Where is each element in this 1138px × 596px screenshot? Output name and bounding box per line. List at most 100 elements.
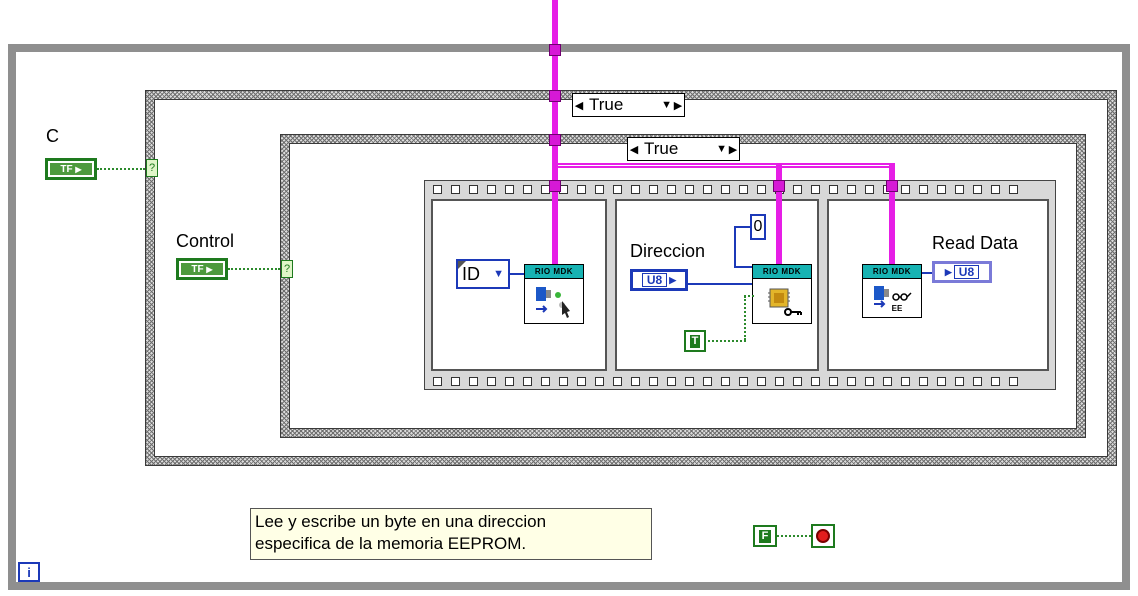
flat-sequence-structure [424, 180, 1056, 390]
film-hole [451, 376, 460, 386]
film-hole [793, 376, 802, 386]
film-hole [559, 376, 568, 386]
film-hole [883, 376, 892, 386]
film-hole [775, 376, 784, 386]
film-hole [667, 376, 676, 386]
film-hole [757, 376, 766, 386]
dropdown-icon[interactable]: ▼ [493, 268, 504, 280]
dropdown-icon[interactable]: ▼ [716, 143, 727, 155]
node-header: RIO MDK [863, 265, 921, 279]
refnum-wire-node3 [889, 192, 895, 264]
outer-case-tunnel [549, 90, 561, 102]
film-hole [649, 376, 658, 386]
eeprom-read-icon [874, 285, 912, 308]
true-constant[interactable]: T [684, 330, 706, 352]
read-data-label: Read Data [932, 233, 1019, 253]
control-boolean-control[interactable]: TF ▶ [176, 258, 228, 280]
refnum-wire-node2 [776, 192, 782, 264]
direccion-wire-h [688, 283, 752, 285]
film-hole [577, 184, 586, 194]
film-hole [721, 376, 730, 386]
dropdown-icon[interactable]: ▼ [661, 99, 672, 111]
rio-mdk-eeprom-write-node[interactable]: RIO MDK [752, 264, 812, 324]
outer-case-selector[interactable]: ◀ True ▼ ▶ [572, 93, 685, 117]
film-hole [613, 184, 622, 194]
arrow-right-icon: ▶ [669, 274, 677, 285]
comment-line-2: especifica de la memoria EEPROM. [255, 534, 527, 553]
film-hole [703, 376, 712, 386]
film-hole [721, 184, 730, 194]
increment-arrow-icon[interactable]: ▶ [728, 143, 738, 156]
refnum-wire-frame2 [776, 165, 782, 180]
film-hole [955, 376, 964, 386]
film-hole [685, 184, 694, 194]
film-hole [847, 184, 856, 194]
const-wire-h2 [734, 266, 752, 268]
refnum-wire-branch [555, 163, 895, 168]
film-hole [667, 184, 676, 194]
iteration-label: i [27, 564, 31, 580]
refnum-wire-frame3 [889, 165, 895, 180]
arrow-right-icon: ▶ [75, 164, 82, 174]
film-hole [487, 376, 496, 386]
zero-constant[interactable]: 0 [750, 214, 766, 240]
c-boolean-control[interactable]: TF ▶ [45, 158, 97, 180]
stop-wire [777, 535, 811, 537]
node-body: EE [863, 279, 921, 317]
c-label: C [46, 126, 59, 146]
read-data-type: U8 [953, 265, 980, 279]
sequence-tunnel-3 [886, 180, 898, 192]
film-hole [433, 376, 442, 386]
arrow-right-icon: ▶ [944, 266, 952, 277]
film-hole [631, 184, 640, 194]
decrement-arrow-icon[interactable]: ◀ [629, 143, 639, 156]
arrow-right-icon: ▶ [206, 264, 213, 274]
false-constant[interactable]: F [753, 525, 777, 547]
zero-constant-value: 0 [753, 218, 763, 235]
rio-mdk-eeprom-read-node[interactable]: RIO MDK EE [862, 264, 922, 318]
increment-arrow-icon[interactable]: ▶ [673, 99, 683, 112]
node-body [525, 279, 583, 323]
film-hole [487, 184, 496, 194]
film-hole [739, 184, 748, 194]
film-hole [469, 184, 478, 194]
inner-case-tunnel [549, 134, 561, 146]
id-enum-value: ID [462, 263, 480, 284]
id-enum-constant[interactable]: ID ▼ [456, 259, 510, 289]
rio-mdk-id-node[interactable]: RIO MDK [524, 264, 584, 324]
node-header: RIO MDK [753, 265, 811, 279]
const-wire-v [734, 226, 736, 268]
read-data-wire [922, 272, 932, 274]
read-data-indicator[interactable]: ▶ U8 [932, 261, 992, 283]
node-body [753, 279, 811, 323]
film-hole [847, 376, 856, 386]
film-hole [595, 376, 604, 386]
film-hole [919, 184, 928, 194]
decrement-arrow-icon[interactable]: ◀ [574, 99, 584, 112]
iteration-terminal: i [18, 562, 40, 582]
film-hole [829, 184, 838, 194]
film-hole [739, 376, 748, 386]
film-hole [541, 376, 550, 386]
comment-label[interactable]: Lee y escribe un byte en una direccion e… [250, 508, 652, 560]
film-hole [973, 376, 982, 386]
film-hole [451, 184, 460, 194]
film-hole [505, 376, 514, 386]
film-hole [757, 184, 766, 194]
c-wire [97, 168, 145, 170]
c-type: TF [60, 163, 73, 175]
comment-line-1: Lee y escribe un byte en una direccion [255, 512, 547, 531]
outer-case-value: True [589, 95, 624, 114]
film-hole [811, 376, 820, 386]
refnum-wire-loop [552, 56, 558, 92]
film-hole [937, 376, 946, 386]
direccion-control[interactable]: U8 ▶ [630, 269, 688, 291]
film-hole [523, 376, 532, 386]
chip-write-icon [768, 288, 802, 316]
inner-case-selector[interactable]: ◀ True ▼ ▶ [627, 137, 740, 161]
film-hole [469, 376, 478, 386]
stop-terminal[interactable] [811, 524, 835, 548]
bool-wire-v [744, 296, 746, 340]
film-hole [991, 184, 1000, 194]
refnum-wire-outer [552, 102, 558, 136]
